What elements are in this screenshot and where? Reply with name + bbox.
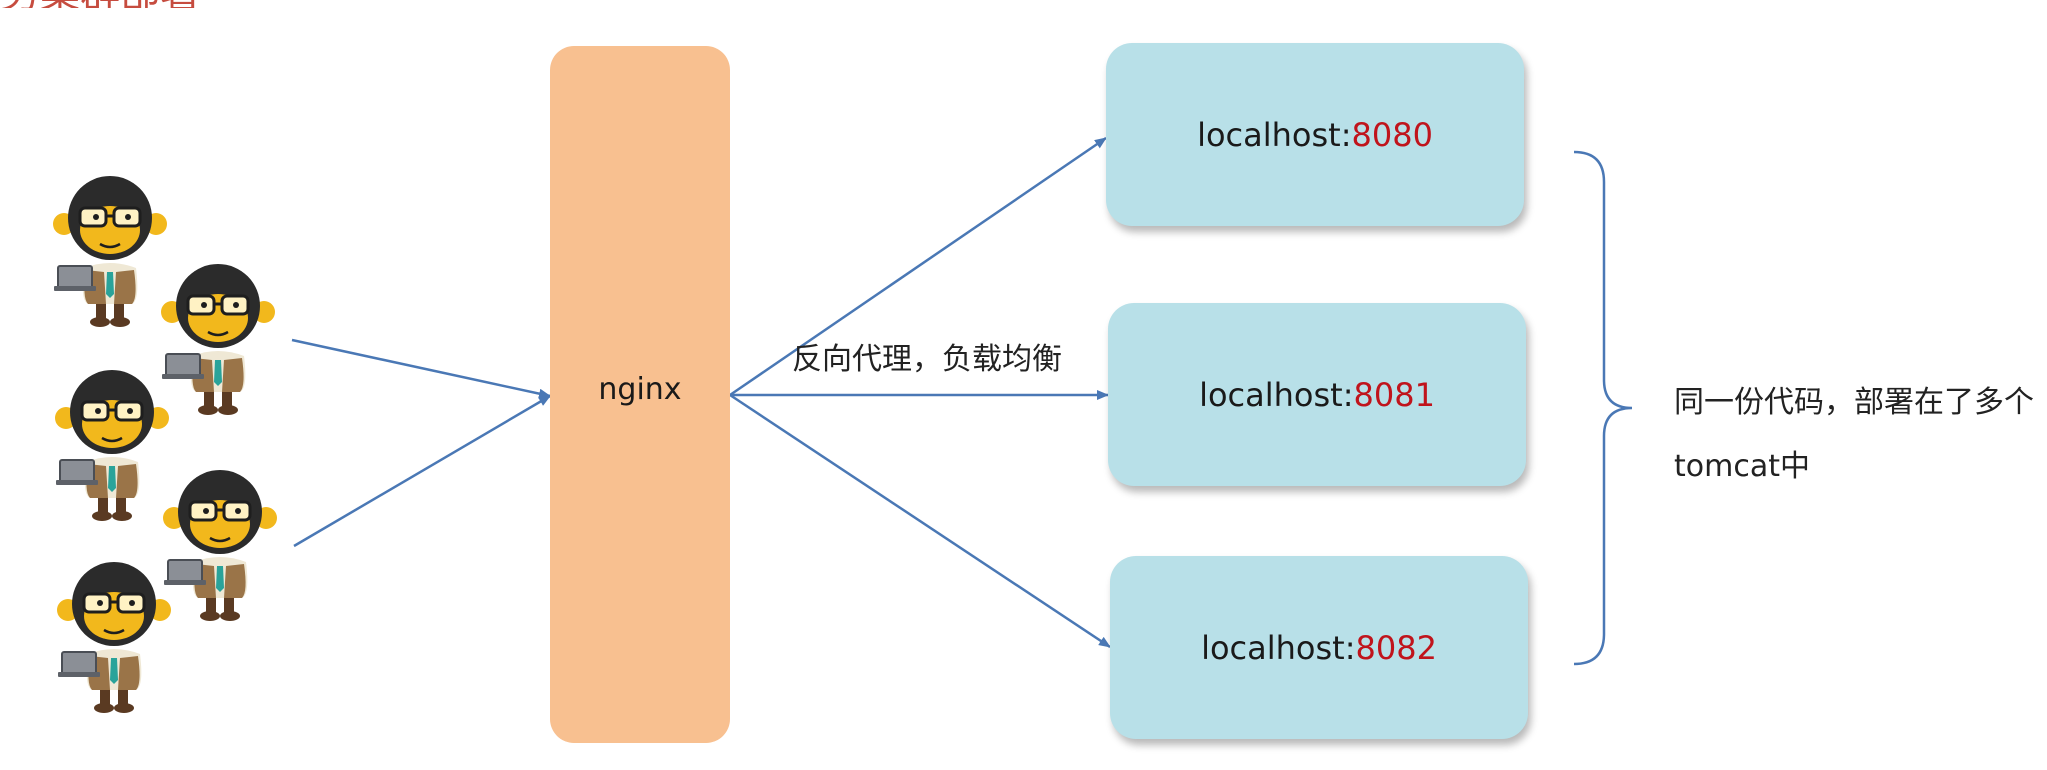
arrow-nginx-to-8082: [729, 393, 1111, 649]
arrow-users-top-to-nginx: [291, 338, 551, 399]
grouping-brace: [1573, 150, 1633, 666]
arrow-users-bottom-to-nginx: [293, 394, 551, 548]
server-host: localhost:: [1201, 628, 1356, 667]
server-port: 8082: [1355, 628, 1437, 667]
arrow-nginx-to-8080: [729, 136, 1107, 397]
server-port: 8080: [1351, 115, 1433, 154]
server-host: localhost:: [1197, 115, 1352, 154]
user-mascot-icon: [161, 468, 279, 623]
nginx-box: [550, 46, 730, 743]
server-port: 8081: [1353, 375, 1435, 414]
user-mascot-icon: [55, 560, 173, 715]
reverse-proxy-label: 反向代理，负载均衡: [792, 342, 1062, 377]
user-mascot-icon: [53, 368, 171, 523]
slide-title-fragment: 务集群部署: [0, 0, 260, 8]
server-host: localhost:: [1199, 375, 1354, 414]
server-box-8080: localhost:8080: [1106, 43, 1524, 226]
deployment-note: 同一份代码，部署在了多个tomcat中: [1674, 385, 2034, 484]
users-group: [51, 174, 279, 715]
user-mascot-icon: [159, 262, 277, 417]
server-box-8082: localhost:8082: [1110, 556, 1528, 739]
user-mascot-icon: [51, 174, 169, 329]
server-box-8081: localhost:8081: [1108, 303, 1526, 486]
nginx-label: nginx: [598, 372, 682, 407]
